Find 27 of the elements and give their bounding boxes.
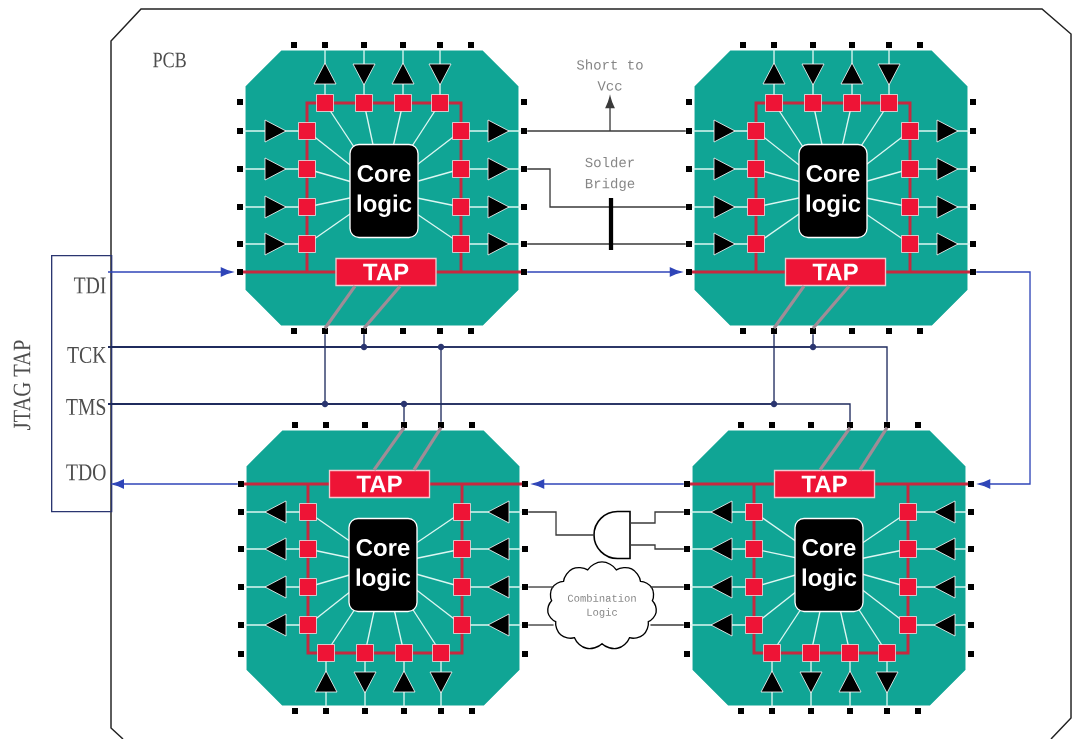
wire [649,586,685,588]
arrow [112,479,239,489]
node-label: JTAG TAP [13,340,31,430]
arrow [605,96,615,132]
arrow [107,267,233,277]
wire [526,168,687,208]
arrow [526,267,682,277]
wire [629,511,685,524]
wire [526,130,687,132]
wire [107,403,851,423]
note-text: Solder Bridge [585,157,635,192]
arrow [975,271,1031,489]
wire [649,624,685,626]
note-text: Short to Vcc [576,59,643,91]
pin-label: TDI [73,277,106,294]
wire [629,544,685,550]
pin-label: TMS [66,398,106,416]
wire [527,586,555,588]
logic-cloud: Combination Logic [547,561,657,650]
wire [526,243,687,245]
wire [527,624,555,626]
pin-label: TCK [67,346,107,364]
wire [107,346,888,423]
and-gate [593,510,631,560]
arrow [532,479,685,489]
wire [527,511,595,536]
pin-label: TDO [66,464,106,481]
